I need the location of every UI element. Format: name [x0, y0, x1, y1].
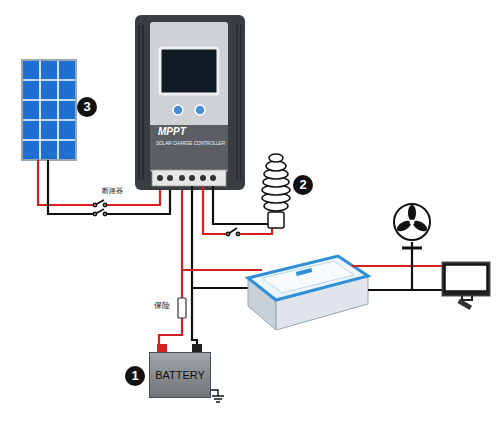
callout-number: 3: [83, 100, 90, 114]
callout-number: 1: [131, 369, 138, 383]
inverter: [262, 261, 354, 293]
ac-wire: [368, 289, 442, 291]
tv-icon: [442, 262, 490, 310]
battery-terminal: [157, 344, 167, 352]
lamp-bulb: [268, 212, 284, 228]
fuse-label: 保险: [154, 302, 170, 311]
charge-controller: [135, 15, 245, 190]
load-wire: [238, 228, 272, 234]
product-subtitle: SOLAR CHARGE CONTROLLER: [156, 141, 225, 146]
charge-controller: [157, 175, 163, 181]
tv-icon: [457, 299, 472, 310]
charge-controller: [135, 15, 245, 190]
charge-controller: [160, 48, 218, 94]
charge-controller: [200, 175, 206, 181]
pv-wire: [48, 160, 95, 214]
charge-controller: [195, 105, 205, 115]
ac-wire: [352, 265, 442, 267]
charge-controller: [167, 175, 173, 181]
breaker-symbol: [103, 203, 106, 206]
product-name: MPPT: [158, 126, 186, 137]
lamp-bulb: [269, 154, 283, 162]
pv-wire: [38, 160, 95, 205]
fan-icon: [394, 204, 430, 248]
breaker-symbol: [103, 212, 106, 215]
controller-face: MPPT SOLAR CHARGE CONTROLLER: [150, 22, 228, 186]
battery-wire: [192, 287, 250, 289]
fan-icon: [410, 220, 415, 225]
tv-icon: [445, 265, 487, 291]
charge-controller: [157, 175, 216, 181]
battery-wire: [182, 186, 262, 344]
charge-controller: [150, 125, 228, 170]
fan-icon: [402, 247, 422, 250]
inverter: [248, 256, 368, 330]
callout-circle: [125, 366, 145, 386]
fan-icon: [394, 204, 430, 240]
charge-controller: [173, 105, 183, 115]
solar-panel: [22, 60, 76, 160]
solar-panel: [23, 61, 75, 159]
battery-wire: [182, 269, 262, 271]
callout-circle: [77, 97, 97, 117]
switch-symbol: [226, 232, 229, 235]
battery-box: BATTERY: [149, 352, 211, 398]
breaker-symbol: [93, 200, 106, 216]
fan-icon: [408, 205, 416, 221]
breaker-symbol: [93, 212, 96, 215]
callout-number: 2: [299, 178, 306, 192]
callout-circle: [77, 97, 313, 386]
charge-controller: [152, 170, 226, 186]
inverter: [296, 268, 312, 276]
charge-controller: [189, 175, 195, 181]
lamp-bulb: [262, 154, 290, 228]
tv-icon: [442, 262, 490, 296]
battery-terminal: [157, 344, 202, 352]
callout-circle: [293, 175, 313, 195]
ac-wire: [352, 242, 442, 290]
switch-symbol: [226, 228, 239, 236]
battery-wire: [192, 186, 197, 344]
breaker-symbol: [93, 203, 96, 206]
tv-icon: [462, 296, 472, 300]
battery-terminal: [192, 344, 202, 352]
breaker-label: 断路器: [102, 187, 123, 195]
charge-controller: [210, 175, 216, 181]
battery-label: BATTERY: [155, 369, 205, 381]
solar-panel: [22, 60, 76, 160]
load-wire: [203, 186, 228, 234]
charge-controller: [150, 22, 228, 172]
fuse-symbol: [178, 298, 186, 318]
inverter: [248, 256, 368, 300]
switch-symbol: [236, 232, 239, 235]
charge-controller: [179, 175, 185, 181]
